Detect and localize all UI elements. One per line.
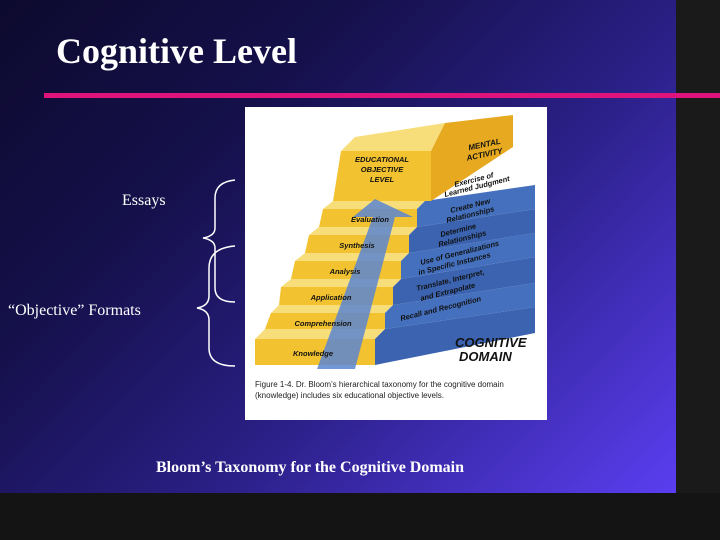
title-underline — [44, 93, 720, 98]
objective-brace — [196, 245, 236, 367]
level-name-application: Application — [310, 293, 352, 302]
level-name-synthesis: Synthesis — [339, 241, 374, 250]
level-name-evaluation: Evaluation — [351, 215, 389, 224]
brace-icons — [196, 179, 236, 367]
essays-label: Essays — [122, 192, 166, 209]
taxonomy-staircase — [255, 115, 535, 369]
domain-text: DOMAIN — [459, 349, 512, 364]
figure-caption: Figure 1-4. Dr. Bloom’s hierarchical tax… — [255, 380, 504, 400]
slide-title: Cognitive Level — [56, 31, 297, 71]
taxonomy-labels: EDUCATIONAL OBJECTIVE LEVEL MENTAL ACTIV… — [293, 137, 527, 364]
level-name-analysis: Analysis — [329, 267, 361, 276]
educational-text: EDUCATIONAL — [355, 155, 409, 164]
bloom-taxonomy-figure: EDUCATIONAL OBJECTIVE LEVEL MENTAL ACTIV… — [245, 107, 547, 420]
essays-brace — [202, 179, 236, 303]
objective-text: OBJECTIVE — [361, 165, 405, 174]
slide-caption: Bloom’s Taxonomy for the Cognitive Domai… — [156, 459, 465, 476]
activity-knowledge-1: Recall and Recognition — [399, 294, 482, 323]
level-name-comprehension: Comprehension — [294, 319, 352, 328]
bottom-margin-strip — [0, 493, 720, 540]
right-margin-strip — [676, 0, 720, 540]
objective-formats-label: “Objective” Formats — [8, 302, 141, 319]
cognitive-text: COGNITIVE — [455, 335, 527, 350]
level-text: LEVEL — [370, 175, 395, 184]
level-name-knowledge: Knowledge — [293, 349, 333, 358]
